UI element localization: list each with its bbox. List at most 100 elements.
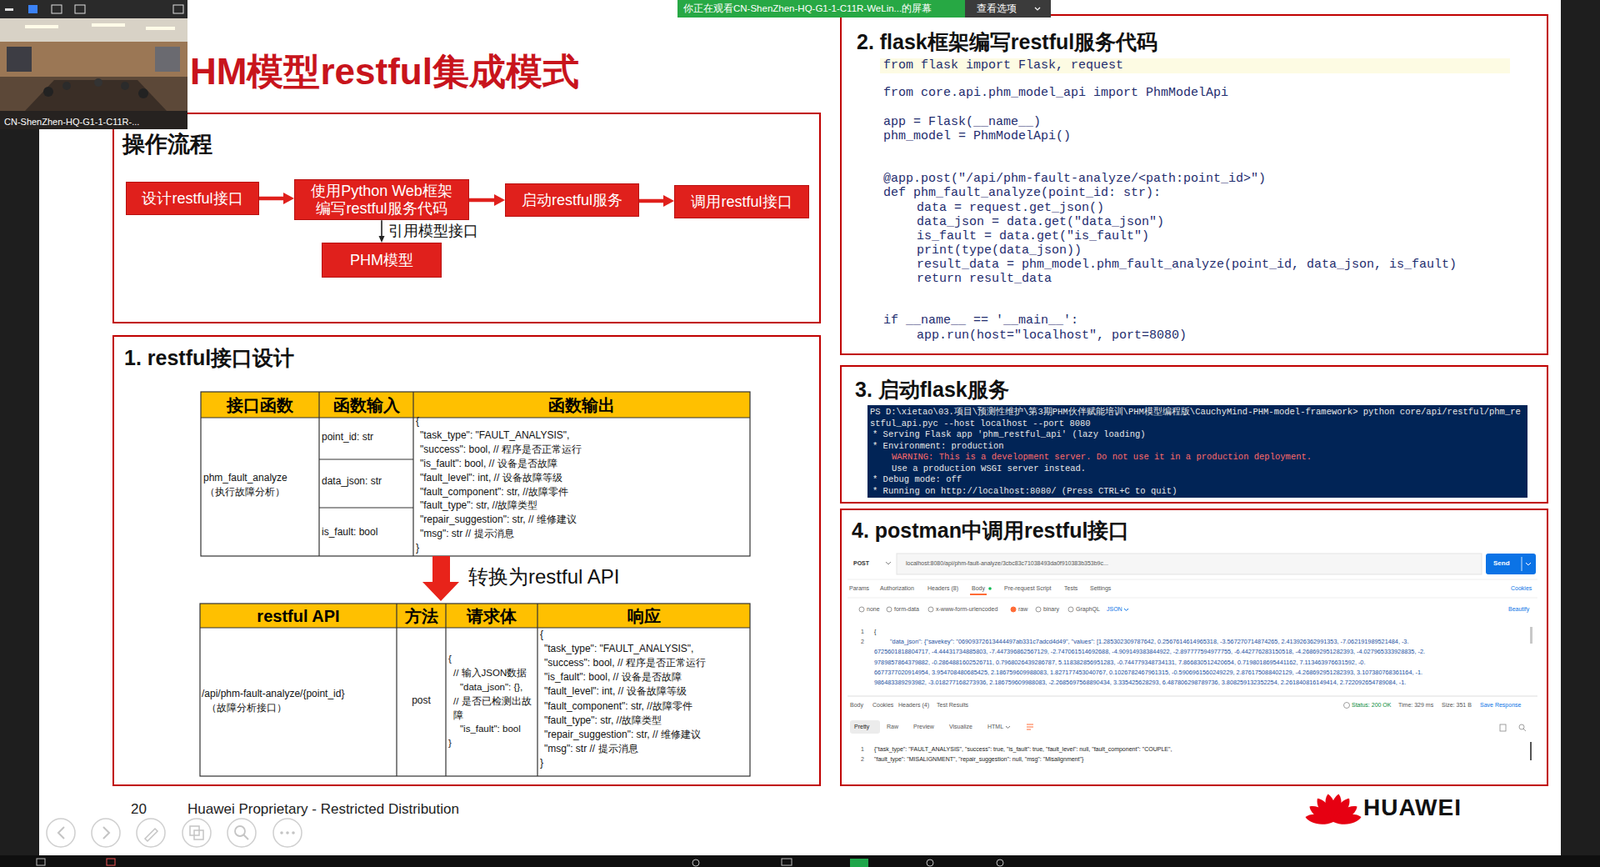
postman-text: Cookies [1510, 584, 1532, 593]
arrowhead [663, 195, 675, 207]
pen-icon [145, 828, 158, 841]
code-line: def phm_fault_analyze(point_id: str): [883, 185, 1161, 200]
table-cell: post [396, 694, 446, 707]
slide-title: HM模型restful集成模式 [190, 50, 580, 95]
scrollbar [1530, 626, 1533, 644]
postman-text: JSON [1106, 605, 1123, 614]
postman-text: form-data [894, 605, 920, 614]
slideshow-toolbar [46, 818, 302, 847]
transform-arrow [422, 555, 460, 601]
more-icon [291, 830, 295, 835]
person [120, 81, 130, 90]
code-line: from core.api.phm_model_api import PhmMo… [883, 85, 1229, 100]
pill-background [850, 720, 880, 734]
dropdown-chevron [1035, 7, 1040, 10]
connector [259, 192, 295, 205]
logo-petal [1332, 812, 1362, 827]
dropdown-chevron [885, 561, 891, 565]
table-rule [536, 603, 538, 776]
table-header-fill [200, 391, 750, 418]
copy-icon [1500, 724, 1506, 731]
table-cell: "success": bool, // 程序是否正常运行 [420, 443, 582, 456]
terminal-line: WARNING: This is a development server. D… [891, 451, 1312, 464]
postman-text: raw [1018, 605, 1028, 614]
toolbar-button [136, 818, 165, 847]
radio-button [859, 606, 865, 612]
postman-text: 2 [860, 755, 865, 764]
postman-text: Params [849, 584, 870, 593]
table-cell: } [415, 541, 420, 555]
postman-text: Headers (4) [898, 700, 930, 710]
person [138, 88, 149, 99]
logo-text: HUAWEI [1363, 794, 1462, 821]
arrowhead [283, 192, 295, 205]
table-rule [395, 603, 397, 776]
footer-text: Huawei Proprietary - Restricted Distribu… [187, 800, 460, 818]
table-cell: "is_fault": bool, // 设备是否故障 [544, 670, 682, 684]
arrow-caption: 转换为restful API [468, 565, 620, 589]
video-caption-bar [0, 110, 188, 130]
table-header-fill [200, 603, 750, 628]
toolbar-icon [996, 859, 1004, 866]
postman-text: Authorization [880, 584, 915, 593]
arrowhead [494, 194, 505, 206]
table-header: 方法 [396, 605, 446, 626]
postman-text: Pre-request Script [1004, 584, 1051, 593]
box-label: PHM模型 [350, 251, 414, 270]
banner-text: 你正在观看CN-ShenZhen-HQ-G1-1-C11R-WeLin...的屏… [683, 2, 932, 15]
postman-text: Body [971, 584, 985, 593]
terminal-line: * Serving Flask app 'phm_restful_api' (l… [872, 429, 1146, 441]
postman-text: 6677377020914954, 3.954708480685425, 2.1… [874, 668, 1423, 677]
postman-text: Body [850, 700, 864, 710]
table-cell: "success": bool, // 程序是否正常运行 [544, 656, 706, 670]
postman-text: Tests [1064, 584, 1078, 593]
toolbar-icon [781, 858, 792, 865]
process-box: 设计restful接口 [125, 181, 260, 215]
postman-text: Time: 329 ms [1398, 700, 1434, 710]
postman-text: none [866, 605, 880, 614]
postman-text: Preview [913, 722, 935, 731]
radio-button [928, 606, 934, 612]
huawei-logo [1305, 793, 1363, 827]
room-light [25, 25, 59, 29]
table-cell: "fault_level": int, // 设备故障等级 [544, 685, 687, 698]
postman-text: {"task_type": "FAULT_ANALYSIS", "success… [874, 745, 1172, 754]
terminal-line: PS D:\xietao\03.项目\预测性维护\第3期PHM伙伴赋能培训\PH… [870, 406, 1525, 430]
panel-heading: 操作流程 [122, 130, 213, 158]
table-cell: "data_json": {}, [460, 680, 523, 695]
postman-text: x-www-form-urlencoded [935, 605, 998, 614]
globe-icon [1344, 702, 1350, 709]
postman-text: HTML [987, 722, 1004, 731]
dropdown-chevron [1005, 725, 1010, 729]
toolbar-icon [850, 858, 869, 867]
postman-text: 2 [860, 637, 865, 646]
prev-icon [58, 826, 65, 839]
section-panel: 1. restful接口设计 [112, 335, 821, 786]
table-cell: data_json: str [321, 475, 382, 488]
connector-line [259, 196, 285, 201]
table-cell: "is_fault": bool, // 设备是否故障 [420, 457, 558, 470]
table-cell: "fault_level": int, // 设备故障等级 [420, 471, 563, 485]
postman-text: Send [1493, 559, 1510, 568]
table-rule [200, 626, 750, 628]
panel-heading: 2. flask框架编写restful服务代码 [856, 29, 1158, 55]
view-options-button [965, 0, 1051, 18]
toolbar-button [182, 818, 211, 847]
postman-text: Settings [1090, 584, 1111, 593]
table-cell: // 输入JSON数据 [453, 665, 527, 680]
dropdown-chevron [1124, 608, 1129, 611]
topbar-icon [51, 5, 62, 14]
send-button [1485, 553, 1536, 575]
table-header: 函数输入 [319, 395, 414, 415]
toolbar-icon [106, 858, 115, 865]
terminal-line: * Environment: production [872, 440, 1005, 453]
box-label: 调用restful接口 [690, 193, 792, 211]
postman-text: Visualize [949, 722, 973, 731]
table-cell: "task_type": "FAULT_ANALYSIS", [420, 429, 570, 442]
box-label: 启动restful服务 [521, 191, 623, 210]
table-border [200, 603, 750, 776]
table-header: restful API [200, 605, 397, 626]
button-divider [1521, 556, 1523, 571]
